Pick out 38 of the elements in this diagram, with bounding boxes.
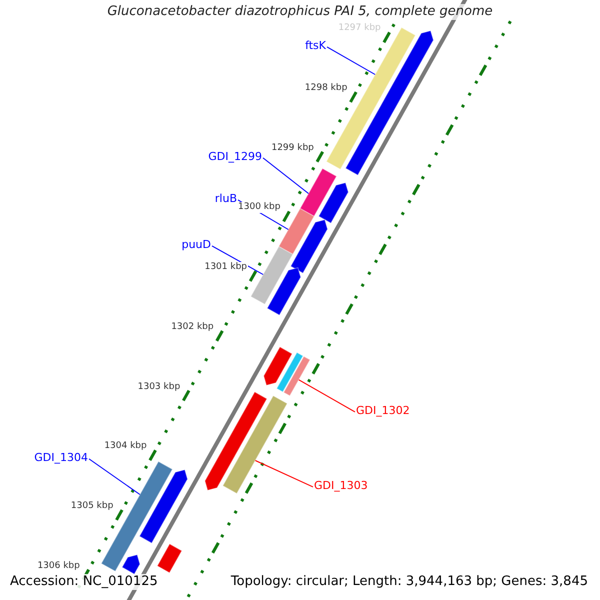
gene-bar [283,356,311,396]
gene-bar [276,352,304,393]
leader-line [298,379,356,412]
position-label: 1298 kbp [304,83,348,94]
gene-bar [318,182,349,224]
accession-label: Accession: NC_010125 [8,574,160,590]
leader-line [326,46,376,75]
position-label: 1306 kbp [36,560,81,572]
gene-label: GDI_1304 [34,451,88,464]
position-label: 1301 kbp [204,262,248,273]
gene-bar [222,395,288,494]
leader-line [254,460,314,488]
leader-line [262,157,309,194]
gene-bar [290,219,328,274]
gene-bar [156,543,182,574]
leader-line [212,245,264,275]
gene-bar [121,554,140,575]
position-label: 1299 kbp [270,142,315,154]
gene-bar [204,391,268,491]
gene-bar [250,246,294,305]
position-label: 1304 kbp [103,441,148,452]
position-label: 1305 kbp [70,500,114,512]
position-label: 1302 kbp [170,322,215,333]
genome-info: Topology: circular; Length: 3,944,163 bp; Genes: 3,845 [228,574,590,590]
gene-bar [263,346,293,386]
gene-label: puuD [182,238,211,252]
gene-label: ftsK [305,39,326,52]
gene-label: GDI_1302 [356,404,410,418]
gene-bar [299,168,338,217]
position-label: 1300 kbp [237,202,282,214]
gene-bar [138,469,188,544]
gene-label: GDI_1299 [208,150,262,164]
leader-line [88,458,140,495]
gene-label: GDI_1303 [314,479,368,492]
gene-bar [266,267,302,316]
position-label: 1303 kbp [136,382,182,392]
gene-label: rluB [214,192,237,206]
gene-bar [278,208,315,255]
